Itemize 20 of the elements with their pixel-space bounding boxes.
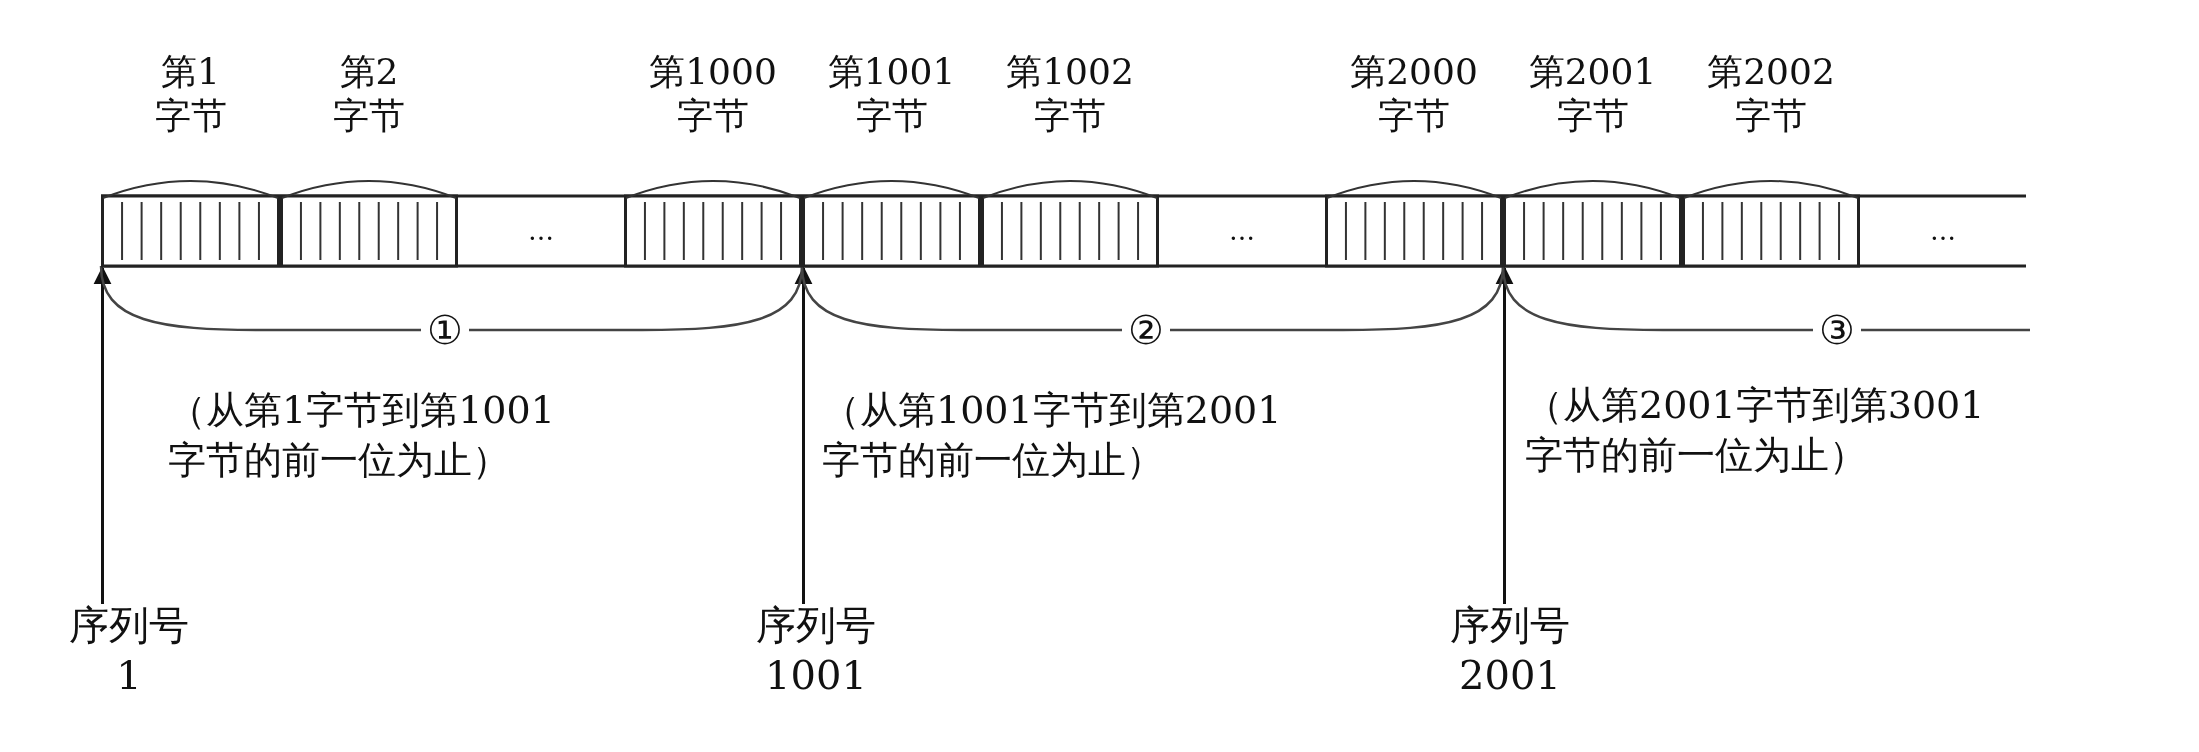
byte-label: 第2002字节 <box>1706 50 1836 138</box>
byte-label: 第2字节 <box>332 50 406 138</box>
arrow <box>1495 266 1514 604</box>
byte-label: 第1000字节 <box>648 50 778 138</box>
ellipsis-mark: … <box>1229 216 1255 246</box>
arrow <box>93 266 112 604</box>
sequence-number-label: 序列号1001 <box>754 600 878 700</box>
ellipsis-mark: … <box>528 216 554 246</box>
byte-label: 第1字节 <box>153 50 228 138</box>
arrow <box>794 266 813 604</box>
byte-label: 第2001字节 <box>1527 50 1658 138</box>
sequence-number-label: 序列号1 <box>67 600 191 700</box>
byte-label: 第2000字节 <box>1349 50 1479 138</box>
segment-description: （从第1001字节到第2001字节的前一位为止） <box>822 387 1283 484</box>
byte-label: 第1001字节 <box>826 50 957 138</box>
segment-description: （从第2001字节到第3001字节的前一位为止） <box>1525 382 1986 479</box>
byte-label: 第1002字节 <box>1005 50 1135 138</box>
segment-description: （从第1字节到第1001字节的前一位为止） <box>168 387 556 484</box>
sequence-number-label: 序列号2001 <box>1448 600 1572 700</box>
ellipsis-mark: … <box>1930 216 1956 246</box>
